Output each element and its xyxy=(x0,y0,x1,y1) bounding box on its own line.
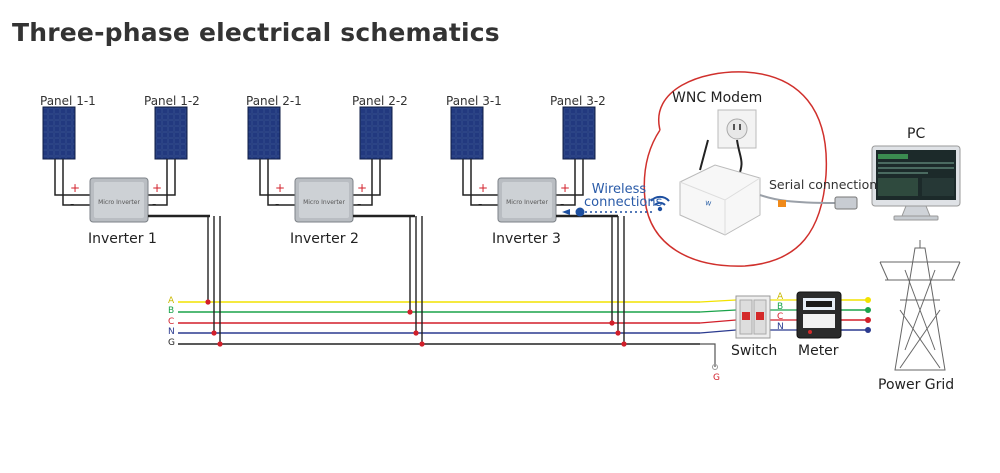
ground-wire xyxy=(700,343,716,367)
polarity-minus: - xyxy=(275,197,279,211)
page-title: Three-phase electrical schematics xyxy=(12,18,500,47)
phase-label-left-N: N xyxy=(168,327,175,337)
phase-label-left-C: C xyxy=(168,317,175,327)
solar-panel-3-1 xyxy=(450,106,484,160)
ground-label: G xyxy=(713,373,720,383)
junction-dot xyxy=(205,299,211,305)
inverter-device-text-2: Micro Inverter xyxy=(303,199,345,206)
solar-panel-2-1 xyxy=(247,106,281,160)
junction-dot xyxy=(615,330,621,336)
junction-dot xyxy=(407,309,413,315)
pc-monitor xyxy=(871,145,961,221)
phase-label-left-G: G xyxy=(168,338,175,348)
junction-dot xyxy=(609,320,615,326)
junction-dot xyxy=(413,330,419,336)
panel-label-1-2: Panel 1-2 xyxy=(144,94,200,108)
solar-group-2: Micro Inverter + + - - xyxy=(247,106,415,223)
bus-lines xyxy=(178,216,871,370)
polarity-plus: + xyxy=(275,181,285,195)
junction-dot xyxy=(217,341,223,347)
meter-device xyxy=(796,291,842,339)
inverter-label-1: Inverter 1 xyxy=(88,231,157,247)
inverter-device-text-1: Micro Inverter xyxy=(98,199,140,206)
polarity-minus: - xyxy=(152,197,156,211)
polarity-minus: - xyxy=(478,197,482,211)
switch-device xyxy=(735,295,771,339)
phase-label-right-A: A xyxy=(777,292,784,302)
polarity-plus: + xyxy=(70,181,80,195)
meter-label: Meter xyxy=(798,343,839,359)
junction-dot xyxy=(621,341,627,347)
power-grid-tower xyxy=(879,240,961,371)
panel-label-3-1: Panel 3-1 xyxy=(446,94,502,108)
polarity-minus: - xyxy=(357,197,361,211)
polarity-minus: - xyxy=(560,197,564,211)
polarity-plus: + xyxy=(560,181,570,195)
phase-label-right-N: N xyxy=(777,322,784,332)
serial-connection-label: Serial connection xyxy=(769,177,878,192)
grid-terminal-C xyxy=(865,317,871,323)
wifi-icon xyxy=(650,195,670,212)
polarity-plus: + xyxy=(152,181,162,195)
modem-label: WNC Modem xyxy=(672,90,763,106)
phase-label-left-B: B xyxy=(168,306,175,316)
panel-label-3-2: Panel 3-2 xyxy=(550,94,606,108)
polarity-plus: + xyxy=(478,181,488,195)
wireless-label: Wireless connections xyxy=(584,182,663,210)
solar-panel-3-2 xyxy=(562,106,596,160)
phase-label-right-C: C xyxy=(777,312,784,322)
switch-label: Switch xyxy=(731,343,778,359)
grid-terminal-N xyxy=(865,327,871,333)
grid-terminal-A xyxy=(865,297,871,303)
phase-label-right-B: B xyxy=(777,302,784,312)
wireless-label-line1: Wireless xyxy=(591,182,647,197)
solar-group-1: Micro Inverter + + - - xyxy=(42,106,210,223)
inverter-label-2: Inverter 2 xyxy=(290,231,359,247)
panel-label-1-1: Panel 1-1 xyxy=(40,94,96,108)
power-grid-label: Power Grid xyxy=(878,377,955,393)
wireless-node xyxy=(575,207,585,217)
wnc-modem: W xyxy=(679,139,761,236)
junction-dot xyxy=(211,330,217,336)
svg-text:W: W xyxy=(705,200,712,208)
serial-cable xyxy=(759,194,836,204)
junction-dot xyxy=(419,341,425,347)
serial-connector xyxy=(834,196,858,210)
solar-group-3: Micro Inverter + + - - xyxy=(450,106,618,223)
modem-highlight-circle xyxy=(643,71,828,267)
phase-label-left-A: A xyxy=(168,296,175,306)
inverter-device-text-3: Micro Inverter xyxy=(506,199,548,206)
solar-panel-1-2 xyxy=(154,106,188,160)
polarity-plus: + xyxy=(357,181,367,195)
solar-panel-2-2 xyxy=(359,106,393,160)
polarity-minus: - xyxy=(70,197,74,211)
inverter-label-3: Inverter 3 xyxy=(492,231,561,247)
wireless-label-line2: connections xyxy=(584,195,663,210)
panel-label-2-1: Panel 2-1 xyxy=(246,94,302,108)
grid-terminal-B xyxy=(865,307,871,313)
panel-label-2-2: Panel 2-2 xyxy=(352,94,408,108)
pc-label: PC xyxy=(907,126,926,142)
solar-panel-1-1 xyxy=(42,106,76,160)
